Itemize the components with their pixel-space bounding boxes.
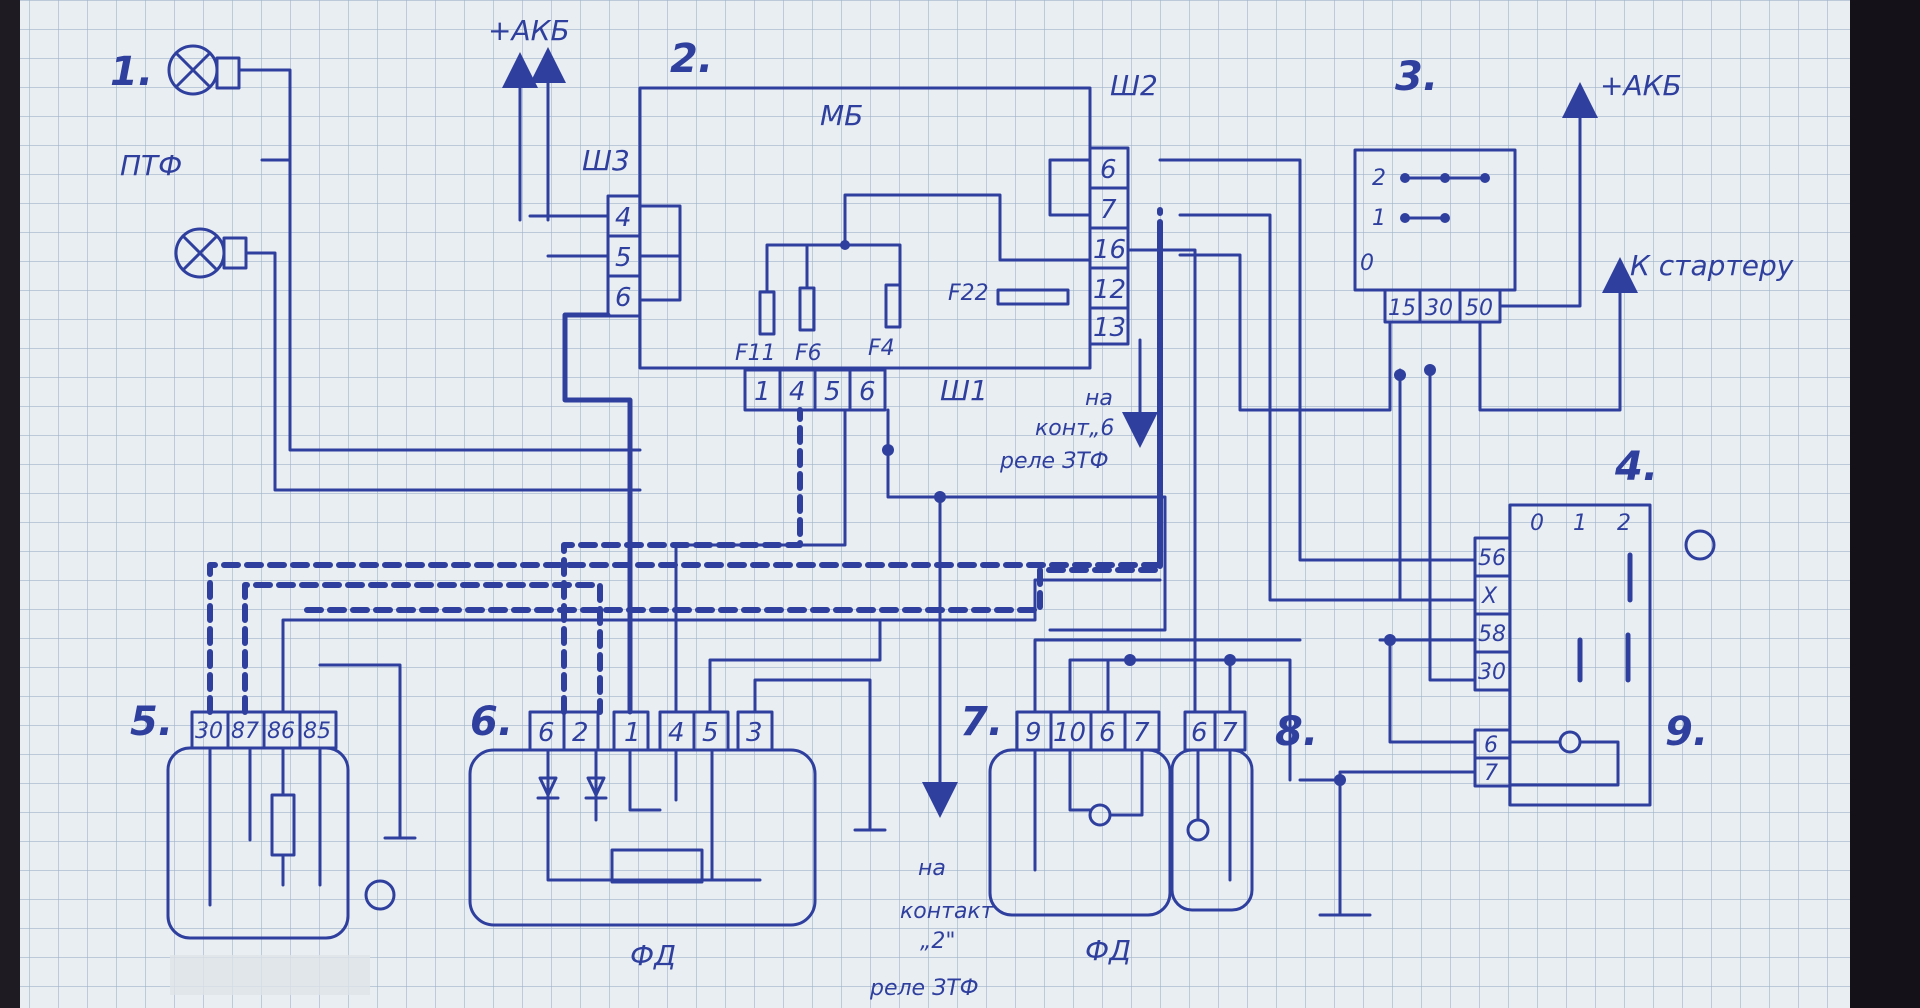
ign-pin: 50	[1465, 296, 1493, 321]
sh2-pin: 12	[1093, 275, 1126, 305]
label-3: 3.	[1395, 54, 1438, 100]
fog-lamps-group: 1. ПТФ	[110, 44, 642, 492]
block7-pin: 9	[1025, 718, 1042, 748]
sh1-pin: 4	[789, 377, 806, 407]
label-mb: МБ	[820, 99, 863, 132]
lamp-icon	[1684, 529, 1716, 561]
block7b-pin: 6	[1191, 718, 1208, 748]
sh3-pin: 6	[615, 283, 632, 313]
connector-sh2: 6 7 16 12 13	[1048, 146, 1130, 346]
sh3-pin: 5	[615, 243, 632, 273]
ign-pin: 30	[1425, 296, 1453, 321]
label-8: 8.	[1275, 709, 1318, 755]
label-rele-ztf-1: реле ЗТФ	[999, 449, 1109, 474]
block6-group: 6. 6 2 1 4 5 3 ФД	[468, 312, 887, 972]
relay-pin: 87	[231, 719, 259, 744]
sh2-pin: 7	[1100, 195, 1117, 225]
label-to-starter: К стартеру	[1630, 249, 1794, 282]
ignition-switch-group: 3. 2 1 0 15 30 50 +АКБ К стартеру	[1353, 54, 1794, 412]
label-sh1: Ш1	[940, 374, 988, 407]
blur-patch	[170, 955, 370, 995]
label-kontakt2: контакт	[900, 899, 995, 924]
mounting-block-group: 2. +АКБ МБ Ш2 Ш3 Ш1 4 5 6 6 7 16	[488, 14, 1158, 474]
sw4-pin: 30	[1478, 660, 1506, 685]
label-fd-1: ФД	[630, 939, 676, 972]
sw4-position: 2	[1617, 511, 1631, 536]
sw4-pin: X	[1481, 584, 1498, 609]
block6-pin: 1	[624, 718, 641, 748]
connector-sh3: 4 5 6	[528, 194, 682, 318]
ign-position: 0	[1360, 251, 1374, 276]
ign-pin: 15	[1388, 296, 1416, 321]
block7b-pin: 7	[1221, 718, 1238, 748]
sh1-pin: 5	[824, 377, 841, 407]
fuse-f6: F6	[795, 341, 822, 366]
sh2-pin: 16	[1093, 235, 1126, 265]
label-1: 1.	[110, 49, 153, 95]
label-na: на	[1085, 386, 1113, 411]
block6-pin: 3	[746, 718, 763, 748]
label-9: 9.	[1665, 709, 1708, 755]
sw4-position: 0	[1530, 511, 1544, 536]
relay-pin: 85	[303, 719, 331, 744]
ign-position: 2	[1372, 166, 1386, 191]
relay-pin: 86	[267, 719, 295, 744]
lamp-icon	[364, 879, 396, 911]
block7-pin: 10	[1053, 718, 1086, 748]
sw4-pin: 56	[1478, 546, 1506, 571]
block7-pin: 7	[1133, 718, 1150, 748]
fuse-f22: F22	[948, 281, 989, 306]
light-switch-group: 4. 0 1 2 56 X 58 30 6 7 9.	[1473, 444, 1716, 807]
sh2-pin: 6	[1100, 155, 1117, 185]
sw4-pin: 7	[1484, 761, 1498, 786]
block6-pin: 6	[538, 718, 555, 748]
sw4-position: 1	[1573, 511, 1587, 536]
fuse-f4: F4	[868, 336, 895, 361]
label-na2: на	[918, 856, 946, 881]
label-sh2: Ш2	[1110, 69, 1158, 102]
label-k2: „2"	[920, 929, 956, 954]
block6-pin: 4	[668, 718, 685, 748]
label-rele-ztf-2: реле ЗТФ	[869, 976, 979, 1001]
label-ptf: ПТФ	[120, 149, 182, 182]
label-kont6: конт„6	[1035, 416, 1114, 441]
label-4: 4.	[1614, 444, 1658, 490]
label-akb-left: +АКБ	[488, 14, 570, 47]
sh2-pin: 13	[1093, 313, 1126, 343]
fuse-f11: F11	[735, 341, 776, 366]
label-2: 2.	[670, 36, 713, 82]
relay-group: 5. 30 87 86 85	[130, 207, 1163, 940]
block6-pin: 2	[572, 718, 589, 748]
sw4-pin: 58	[1478, 622, 1506, 647]
block6-pin: 5	[702, 718, 719, 748]
sh3-pin: 4	[615, 203, 632, 233]
sh1-pin: 1	[754, 377, 771, 407]
connector-sh1: 1 4 5 6	[743, 368, 887, 412]
sw4-pin: 6	[1484, 733, 1498, 758]
label-akb-right: +АКБ	[1600, 69, 1682, 102]
block7-pin: 6	[1099, 718, 1116, 748]
relay-pin: 30	[195, 719, 223, 744]
label-7: 7.	[960, 699, 1003, 745]
sh1-pin: 6	[859, 377, 876, 407]
label-6: 6.	[470, 699, 513, 745]
fuses-group: F11 F6 F4 F22	[735, 193, 1092, 366]
block7-group: 7. 9 10 6 7 6 7 ФД	[297, 227, 1302, 967]
label-fd-2: ФД	[1085, 934, 1131, 967]
label-5: 5.	[130, 699, 173, 745]
ign-position: 1	[1372, 206, 1386, 231]
label-sh3: Ш3	[582, 144, 630, 177]
